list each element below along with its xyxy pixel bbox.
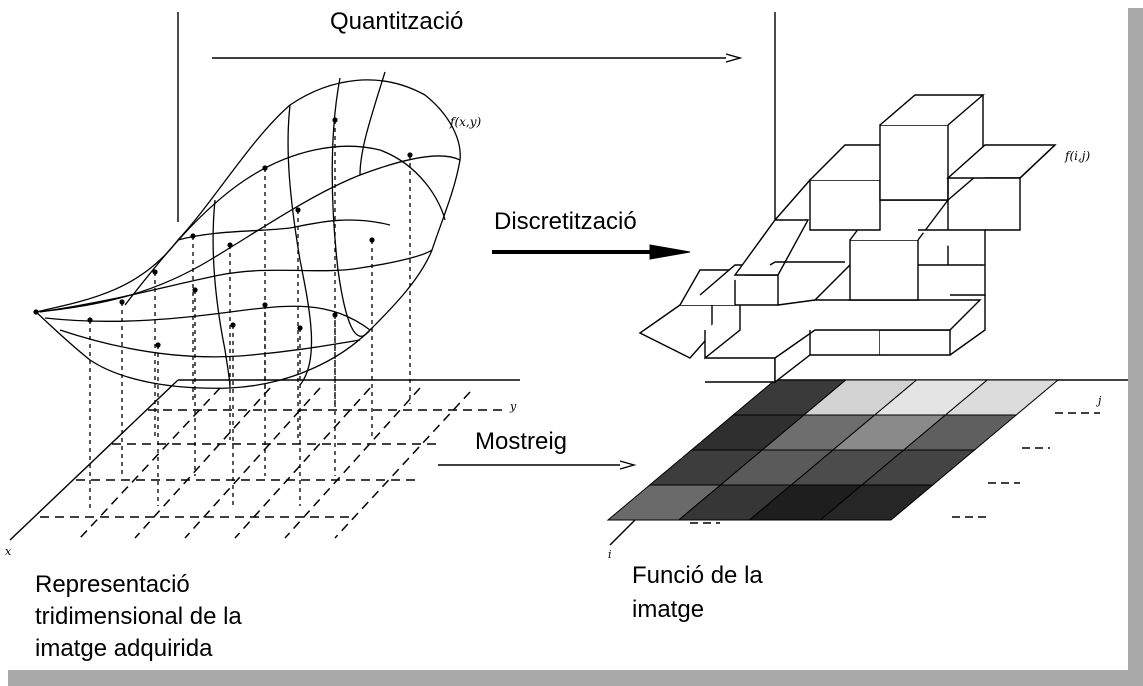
sample-points xyxy=(33,117,413,348)
left-x-axis xyxy=(9,379,179,541)
quantization-label: Quantització xyxy=(330,8,464,35)
discretization-arrow-head xyxy=(649,244,691,260)
process-arrows xyxy=(212,53,743,470)
left-y-axis-label: y xyxy=(509,400,517,413)
discretization-label: Discretització xyxy=(494,208,637,235)
left-3d-axes xyxy=(9,12,520,541)
left-caption-line-2: tridimensional de la xyxy=(35,603,242,630)
gray-cell-r3-c3 xyxy=(818,484,935,521)
sample-posts xyxy=(89,120,411,512)
quantized-blocks xyxy=(638,94,1057,384)
left-x-axis-label: x xyxy=(5,545,12,558)
right-caption-line-1: Funció de la xyxy=(632,562,763,589)
quantization-arrow-head xyxy=(725,53,743,63)
right-j-axis-label: j xyxy=(1095,394,1102,407)
sampling-label: Mostreig xyxy=(475,428,568,455)
left-sampling-grid xyxy=(40,387,505,539)
left-caption-line-3: imatge adquirida xyxy=(35,635,213,662)
right-i-axis-label: i xyxy=(608,548,612,561)
discrete-function-label: f(i,j) xyxy=(1064,149,1090,163)
frame-shadow-right xyxy=(1128,8,1143,686)
surface-outline xyxy=(34,79,461,389)
right-caption-line-2: imatge xyxy=(632,596,705,623)
continuous-surface xyxy=(34,71,461,389)
sampling-arrow-head xyxy=(619,460,637,470)
gray-level-grid xyxy=(606,379,1060,521)
continuous-function-label: f(x,y) xyxy=(449,115,481,129)
right-grid-dashes xyxy=(690,412,1100,524)
left-caption-line-1: Representació xyxy=(35,571,190,598)
frame-shadow-bottom xyxy=(8,670,1143,686)
